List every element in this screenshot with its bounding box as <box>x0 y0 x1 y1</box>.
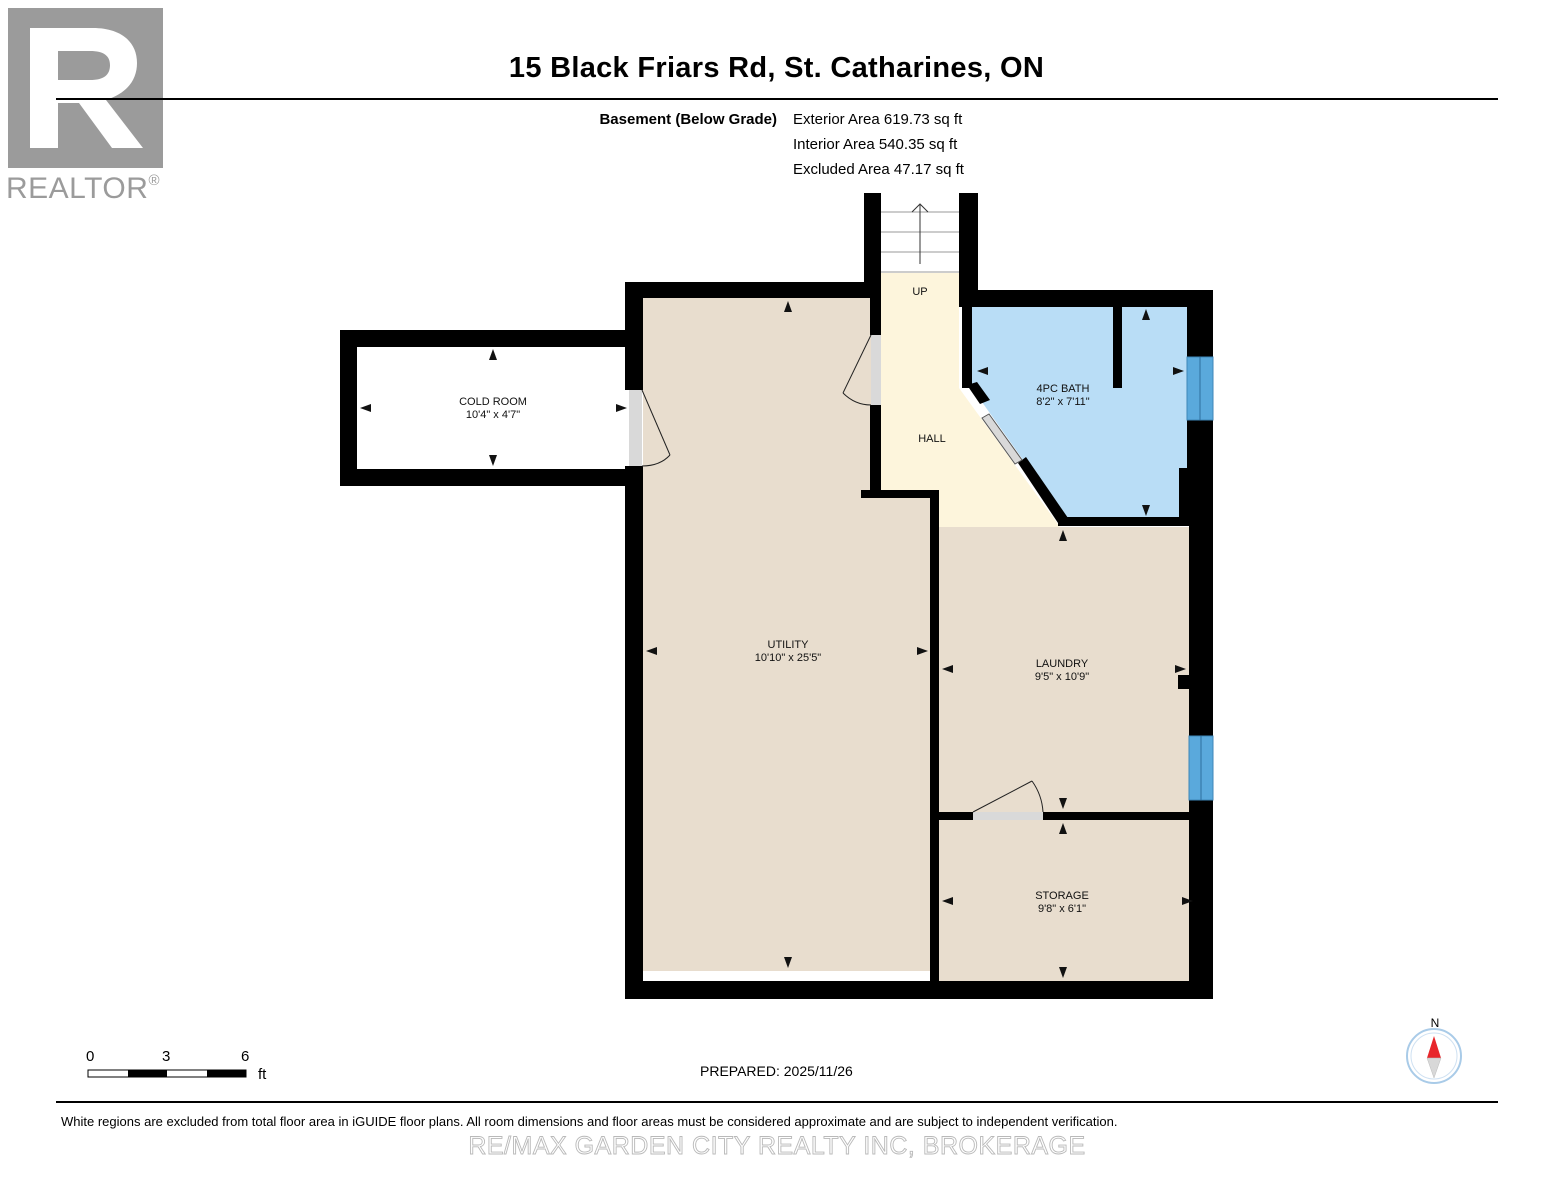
laundry-dims: 9'5" x 10'9" <box>1035 671 1089 683</box>
exterior-area: Exterior Area 619.73 sq ft <box>793 111 963 128</box>
disclaimer: White regions are excluded from total fl… <box>61 1114 1118 1129</box>
storage-name: STORAGE <box>1035 890 1089 902</box>
cold-room-name: COLD ROOM <box>459 396 527 408</box>
storage-floor <box>939 820 1196 981</box>
scale-unit: ft <box>258 1066 267 1083</box>
realtor-logo-text: REALTOR <box>6 172 149 205</box>
brokerage-watermark: RE/MAX GARDEN CITY REALTY INC, BROKERAGE <box>468 1132 1086 1161</box>
scale-tick-3: 3 <box>162 1048 171 1065</box>
floor-label: Basement (Below Grade) <box>599 111 777 128</box>
laundry-name: LAUNDRY <box>1036 658 1089 670</box>
prepared-date: PREPARED: 2025/11/26 <box>700 1063 853 1079</box>
page-title: 15 Black Friars Rd, St. Catharines, ON <box>508 52 1045 84</box>
hall-name: HALL <box>918 433 946 445</box>
stairs-label: UP <box>912 286 927 298</box>
walls <box>340 193 1213 999</box>
storage-dims: 9'8" x 6'1" <box>1038 903 1086 915</box>
scale-tick-0: 0 <box>86 1048 95 1065</box>
stairs <box>881 203 959 273</box>
bath-dims: 8'2" x 7'11" <box>1036 396 1089 408</box>
utility-name: UTILITY <box>768 639 810 651</box>
utility-dims: 10'10" x 25'5" <box>755 652 822 664</box>
cold-room-dims: 10'4" x 4'7" <box>466 409 520 421</box>
cold-room-floor <box>357 347 629 469</box>
bath-floor <box>972 307 1187 519</box>
realtor-logo: REALTOR® <box>0 0 185 215</box>
bottom-divider <box>56 1101 1498 1103</box>
compass-north-icon <box>1406 1028 1462 1084</box>
bath-name: 4PC BATH <box>1037 383 1090 395</box>
scale-bar <box>87 1069 247 1078</box>
laundry-floor <box>939 527 1189 812</box>
dimension-markers <box>360 301 1193 978</box>
compass-label: N <box>1431 1016 1440 1030</box>
doors <box>629 334 1044 820</box>
registered-mark: ® <box>148 172 160 189</box>
interior-area: Interior Area 540.35 sq ft <box>793 136 958 153</box>
realtor-r-icon <box>8 8 163 168</box>
scale-tick-6: 6 <box>241 1048 250 1065</box>
top-divider <box>56 98 1498 100</box>
hall-floor <box>881 273 1060 527</box>
excluded-area: Excluded Area 47.17 sq ft <box>793 161 964 178</box>
